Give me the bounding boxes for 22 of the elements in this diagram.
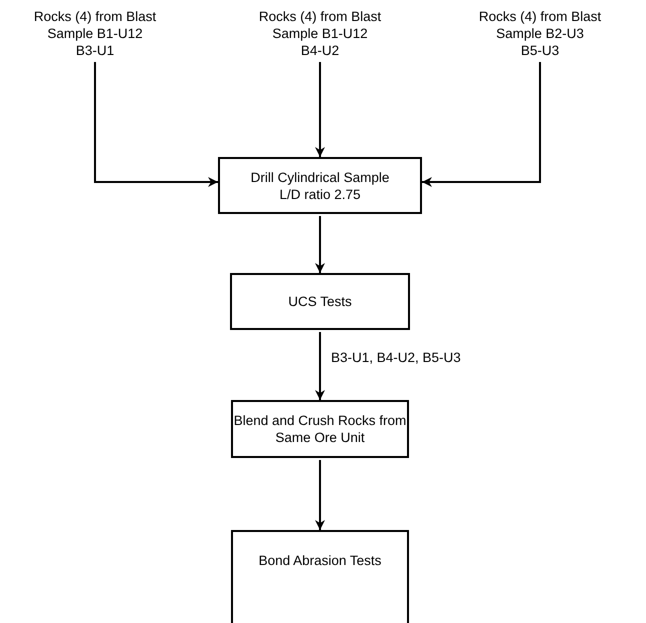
arrow: [422, 62, 541, 187]
arrow: [315, 460, 325, 530]
arrow: [315, 216, 325, 273]
box-label: Drill Cylindrical Sample: [250, 168, 390, 186]
source-label: Rocks (4) from Blast Sample B1-U12: [32, 8, 158, 42]
source-label: Rocks (4) from Blast Sample B1-U12: [258, 8, 382, 42]
source-label: B4-U2: [300, 42, 340, 59]
arrow: [315, 62, 325, 157]
source-label: B5-U3: [520, 42, 560, 59]
edge-label: B3-U1, B4-U2, B5-U3: [329, 350, 463, 365]
process-box: [231, 530, 409, 623]
source-label: Rocks (4) from Blast Sample B2-U3: [478, 8, 602, 42]
process-box: [231, 400, 409, 458]
box-label: Blend and Crush Rocks from Same Ore Unit: [233, 412, 407, 446]
process-box: [230, 273, 410, 330]
box-label: UCS Tests: [288, 293, 352, 310]
arrow: [94, 62, 218, 187]
arrow: [315, 332, 325, 400]
box-label: L/D ratio 2.75: [279, 186, 361, 202]
box-label: Bond Abrasion Tests: [258, 552, 382, 569]
process-box: [218, 157, 422, 214]
source-label: B3-U1: [76, 42, 114, 59]
